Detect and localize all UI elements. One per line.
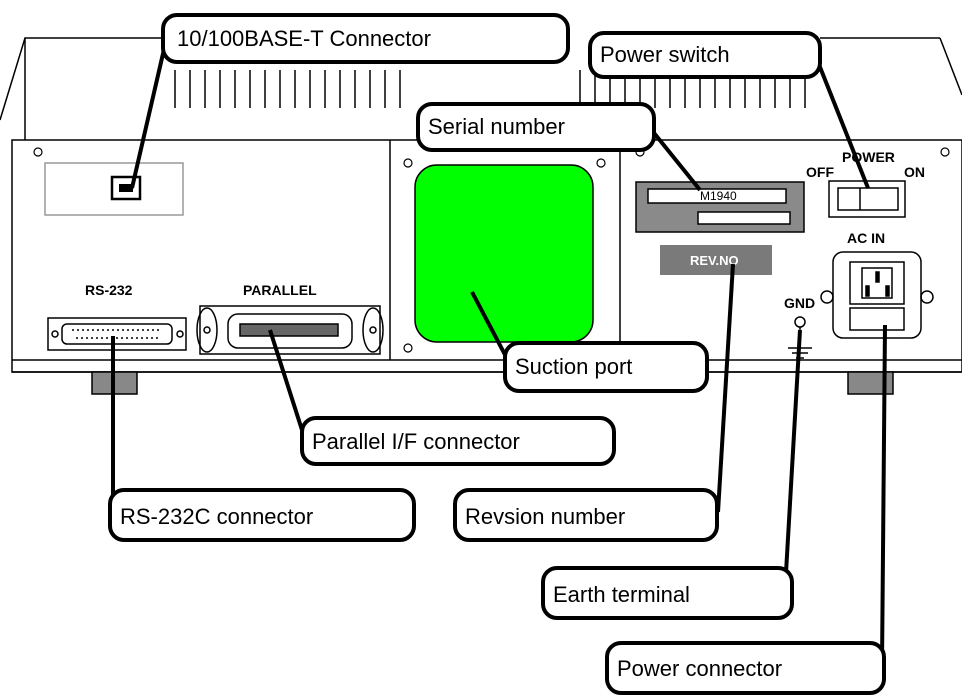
callout-serial-number: Serial number [416, 102, 656, 152]
callout-lan: 10/100BASE-T Connector [161, 13, 570, 64]
serial-number-plate [635, 181, 805, 233]
on-label: ON [904, 164, 925, 180]
vent-slots-left [174, 70, 401, 108]
parallel-label: PARALLEL [243, 282, 317, 298]
callout-parallel-if: Parallel I/F connector [300, 416, 616, 466]
off-label: OFF [806, 164, 834, 180]
callout-revision-number: Revsion number [453, 488, 719, 542]
svg-text:10/100BASE-T Connector: 10/100BASE-T Connector [177, 26, 431, 51]
ac-in-label: AC IN [847, 230, 885, 246]
rs232-label: RS-232 [85, 282, 133, 298]
power-inlet [820, 251, 934, 339]
svg-text:RS-232C connector: RS-232C connector [120, 504, 313, 529]
lan-port-area [44, 162, 184, 216]
callout-rs232c: RS-232C connector [108, 488, 416, 542]
svg-text:Earth terminal: Earth terminal [553, 582, 690, 607]
callout-power-connector: Power connector [605, 641, 886, 695]
svg-text:Parallel I/F connector: Parallel I/F connector [312, 429, 520, 454]
lan-port-icon [110, 175, 142, 201]
svg-text:Serial number: Serial number [428, 114, 565, 139]
suction-port [414, 164, 594, 343]
power-label: POWER [842, 149, 895, 165]
parallel-connector [196, 305, 384, 355]
svg-text:Power switch: Power switch [600, 42, 730, 67]
svg-text:Revsion number: Revsion number [465, 504, 625, 529]
foot-right [847, 371, 894, 395]
callout-power-switch: Power switch [588, 31, 822, 79]
rev-no-plate [660, 245, 772, 275]
serial-number-value: M1940 [700, 189, 737, 203]
svg-text:Suction port: Suction port [515, 354, 632, 379]
rev-no-label: REV.NO [690, 253, 739, 268]
callout-earth-terminal: Earth terminal [541, 566, 794, 620]
callout-suction-port: Suction port [503, 341, 709, 393]
gnd-label: GND [784, 295, 815, 311]
rs232-connector [47, 317, 187, 351]
leader-lines [111, 44, 887, 666]
svg-text:Power connector: Power connector [617, 656, 782, 681]
